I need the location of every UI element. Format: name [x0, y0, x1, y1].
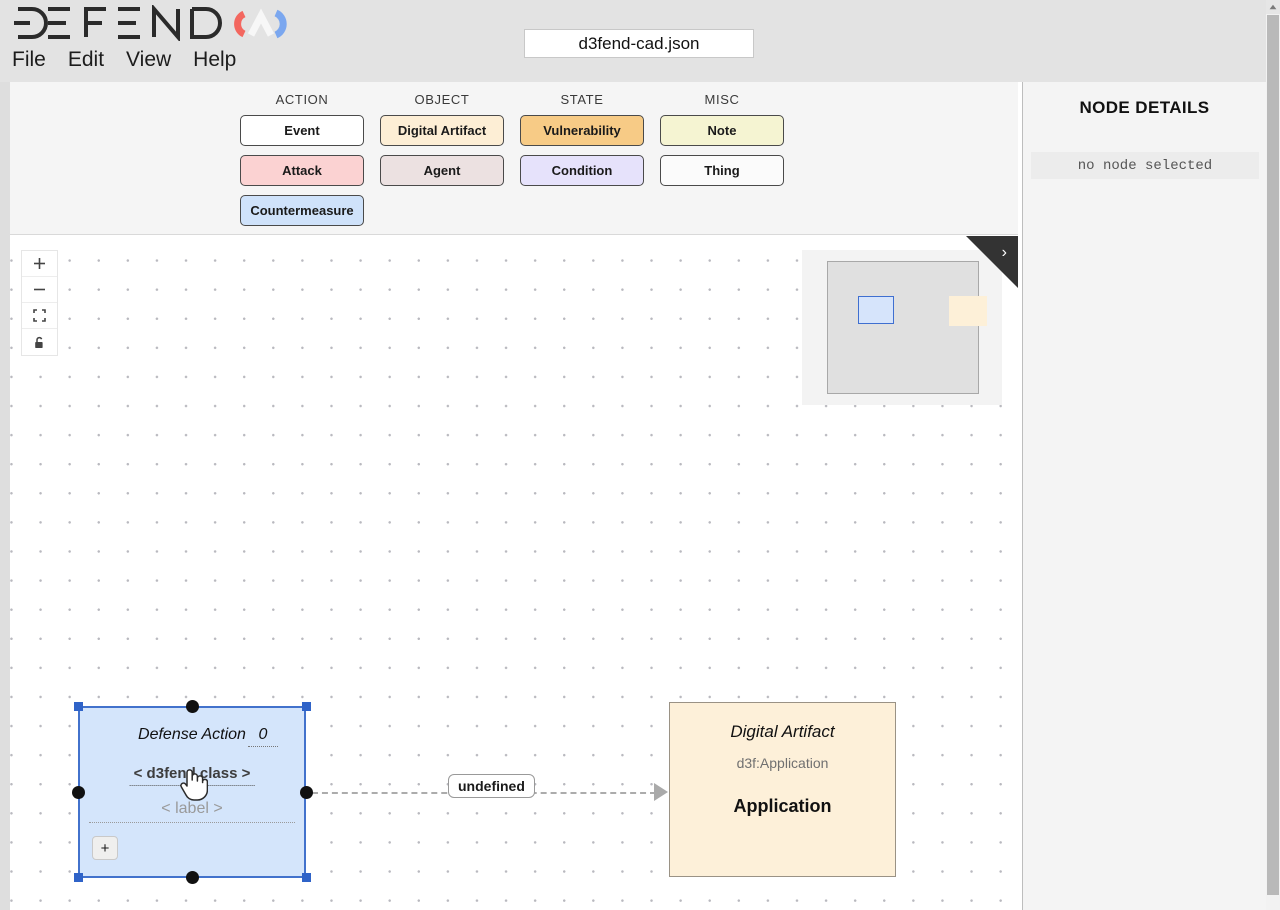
page-scrollbar-thumb[interactable]	[1267, 15, 1279, 895]
minimap-node-selected	[858, 296, 894, 324]
fit-screen-icon[interactable]	[22, 303, 57, 329]
palette-button-thing[interactable]: Thing	[660, 155, 784, 186]
minimap-node-target	[949, 296, 987, 326]
menu-item-edit[interactable]: Edit	[67, 48, 105, 71]
defend-cad-logo-icon	[14, 5, 287, 41]
node-type-label: Defense Action	[138, 726, 246, 743]
palette-button-note[interactable]: Note	[660, 115, 784, 146]
filename-input[interactable]: d3fend-cad.json	[524, 29, 754, 58]
menu-item-file[interactable]: File	[12, 48, 46, 71]
palette-button-agent[interactable]: Agent	[380, 155, 504, 186]
edge-arrowhead-icon	[654, 783, 668, 801]
node-add-property-button[interactable]: +	[92, 836, 118, 860]
lock-open-icon[interactable]	[22, 329, 57, 355]
sidebar-empty-message: no node selected	[1031, 152, 1259, 179]
palette-button-condition[interactable]: Condition	[520, 155, 644, 186]
palette-header-misc: MISC	[704, 92, 740, 107]
node-name-label: Application	[733, 796, 832, 816]
connect-handle-bottom[interactable]	[186, 871, 199, 884]
palette-column-state: STATE Vulnerability Condition	[520, 92, 644, 195]
minimap-viewport	[827, 261, 987, 394]
palette-header-state: STATE	[560, 92, 604, 107]
zoom-out-icon[interactable]	[22, 277, 57, 303]
palette-button-digital-artifact[interactable]: Digital Artifact	[380, 115, 504, 146]
palette-button-vulnerability[interactable]: Vulnerability	[520, 115, 644, 146]
node-uri-label: d3f:Application	[736, 755, 829, 771]
menu-item-help[interactable]: Help	[193, 48, 237, 71]
node-number-field[interactable]: 0	[248, 726, 278, 747]
palette-button-attack[interactable]: Attack	[240, 155, 364, 186]
canvas-toolbar	[21, 250, 58, 356]
connect-handle-right[interactable]	[300, 786, 313, 799]
node-defense-action[interactable]: Defense Action 0 < d3fend class > < labe…	[78, 706, 306, 878]
resize-handle-top-left[interactable]	[74, 702, 83, 711]
diagram-canvas[interactable]: › undefined Defense Action 0 < d3fend cl…	[10, 236, 1018, 910]
canvas-left-margin	[0, 82, 10, 910]
palette-button-countermeasure[interactable]: Countermeasure	[240, 195, 364, 226]
node-details-sidebar: NODE DETAILS no node selected	[1022, 82, 1266, 910]
chevron-right-icon: ›	[1001, 244, 1007, 261]
menu-bar: File Edit View Help	[10, 48, 238, 71]
node-class-field[interactable]: < d3fend class >	[129, 765, 255, 786]
palette-column-misc: MISC Note Thing	[660, 92, 784, 195]
canvas-minimap[interactable]	[802, 250, 1002, 405]
resize-handle-bottom-left[interactable]	[74, 873, 83, 882]
sidebar-title: NODE DETAILS	[1079, 98, 1210, 117]
resize-handle-bottom-right[interactable]	[302, 873, 311, 882]
connect-handle-left[interactable]	[72, 786, 85, 799]
resize-handle-top-right[interactable]	[302, 702, 311, 711]
app-logo	[12, 4, 302, 42]
palette-header-object: OBJECT	[414, 92, 470, 107]
node-palette: ACTION Event Attack Countermeasure OBJEC…	[10, 82, 1018, 235]
palette-header-action: ACTION	[275, 92, 329, 107]
palette-button-event[interactable]: Event	[240, 115, 364, 146]
node-type-label: Digital Artifact	[730, 722, 835, 741]
node-label-field[interactable]: < label >	[89, 800, 295, 823]
zoom-in-icon[interactable]	[22, 251, 57, 277]
node-digital-artifact[interactable]: Digital Artifact d3f:Application Applica…	[669, 702, 896, 877]
edge-label[interactable]: undefined	[448, 774, 535, 798]
top-bar: File Edit View Help d3fend-cad.json	[0, 0, 1266, 82]
connect-handle-top[interactable]	[186, 700, 199, 713]
menu-item-view[interactable]: View	[126, 48, 172, 71]
palette-column-object: OBJECT Digital Artifact Agent	[380, 92, 504, 195]
palette-column-action: ACTION Event Attack Countermeasure	[240, 92, 364, 235]
scroll-up-arrow-icon[interactable]	[1266, 0, 1280, 14]
